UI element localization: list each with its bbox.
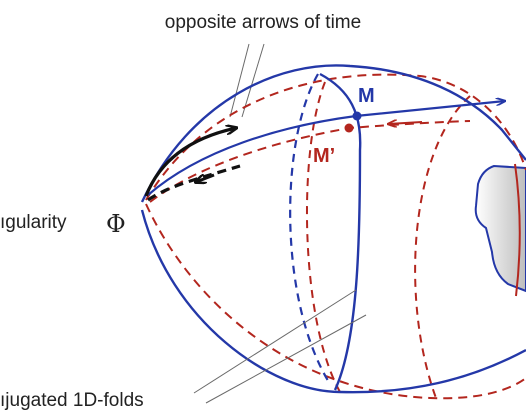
black-arrow-forward — [144, 128, 236, 197]
blue-surface-outline-top — [140, 64, 526, 203]
blue-fold-section — [319, 72, 362, 391]
hole-rim-red — [514, 163, 521, 297]
leader-line-bottom-b — [205, 314, 367, 404]
red-arrow-left — [388, 122, 423, 124]
surface-hole — [474, 164, 526, 293]
arrows-of-time-label: opposite arrows of time — [165, 12, 361, 33]
red-surface-outline-bottom — [145, 203, 526, 400]
point-m-dot — [352, 111, 362, 121]
red-fold-section-1 — [305, 81, 341, 393]
leader-line-top-b — [241, 43, 265, 118]
blue-surface-outline-bottom — [140, 209, 526, 394]
point-m-prime-label: M’ — [313, 145, 335, 167]
leader-line-bottom-a — [193, 289, 357, 394]
blue-trajectory — [147, 101, 505, 196]
black-arrow-backward-head — [196, 173, 215, 182]
black-arrow-backward — [147, 164, 241, 202]
point-m-label: M — [358, 85, 375, 107]
singularity-label: ıgularity — [0, 212, 67, 233]
blue-fold-hidden — [289, 73, 331, 385]
leader-line-top-a — [229, 43, 250, 118]
conjugated-folds-label: ıjugated 1D-folds — [0, 390, 144, 411]
singularity-phi-symbol: Φ — [106, 210, 126, 238]
red-fold-section-2 — [414, 95, 471, 399]
point-m-prime-dot — [344, 123, 354, 133]
red-surface-outline-top — [145, 73, 526, 201]
